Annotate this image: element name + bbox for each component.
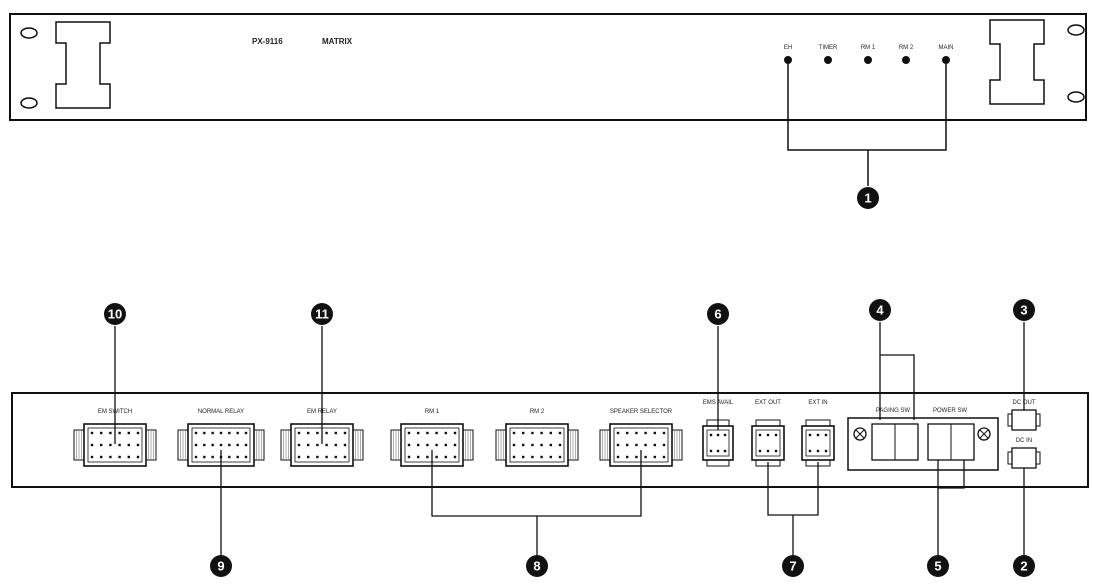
rack-hole bbox=[1067, 91, 1085, 103]
led-label: TIMER bbox=[819, 45, 838, 51]
callout-10: 10 bbox=[104, 303, 126, 325]
led-main: MAIN bbox=[939, 45, 954, 64]
connector-ext-out[interactable]: EXT OUT bbox=[751, 400, 785, 467]
led-indicator bbox=[864, 56, 872, 64]
led-rm1: RM 1 bbox=[861, 45, 876, 64]
led-indicator bbox=[824, 56, 832, 64]
connector-rm2[interactable]: RM 2 bbox=[495, 409, 579, 467]
svg-text:5: 5 bbox=[934, 559, 941, 574]
led-indicator bbox=[942, 56, 950, 64]
connector-label: SPEAKER SELECTOR bbox=[610, 409, 673, 415]
svg-text:1: 1 bbox=[864, 191, 871, 206]
connector-label: RM 2 bbox=[530, 409, 545, 415]
rack-hole bbox=[1067, 24, 1085, 36]
power-switch[interactable]: POWER SW bbox=[927, 408, 975, 461]
svg-text:2: 2 bbox=[1020, 559, 1027, 574]
leader-line bbox=[879, 354, 915, 420]
svg-text:8: 8 bbox=[533, 559, 540, 574]
leader-line bbox=[787, 64, 947, 151]
callout-4: 4 bbox=[869, 299, 891, 321]
left-handle bbox=[55, 21, 111, 109]
paging-switch[interactable]: PAGING SW bbox=[871, 408, 919, 461]
svg-text:6: 6 bbox=[714, 307, 721, 322]
callout-1: 1 bbox=[857, 187, 879, 209]
svg-text:4: 4 bbox=[876, 303, 884, 318]
leader-line bbox=[937, 460, 965, 489]
led-indicator bbox=[784, 56, 792, 64]
product-name-label: MATRIX bbox=[322, 37, 353, 46]
led-timer: TIMER bbox=[819, 45, 838, 64]
connector-label: RM 1 bbox=[425, 409, 440, 415]
right-handle bbox=[989, 19, 1045, 105]
callout-11: 11 bbox=[311, 303, 333, 325]
front-panel-body bbox=[9, 13, 1087, 121]
screw-icon bbox=[853, 427, 867, 441]
callout-5: 5 bbox=[927, 555, 949, 577]
connector-label: EXT OUT bbox=[755, 400, 781, 406]
switch-label: PAGING SW bbox=[876, 408, 911, 414]
led-label: RM 1 bbox=[861, 45, 876, 51]
led-indicator bbox=[902, 56, 910, 64]
svg-text:3: 3 bbox=[1020, 303, 1027, 318]
connector-label: NORMAL RELAY bbox=[198, 409, 244, 415]
callout-2: 2 bbox=[1013, 555, 1035, 577]
switch-panel bbox=[847, 417, 999, 471]
model-label: PX-9116 bbox=[252, 37, 283, 46]
rack-hole bbox=[20, 27, 38, 39]
switch-label: POWER SW bbox=[933, 408, 967, 414]
screw-icon bbox=[977, 427, 991, 441]
callout-7: 7 bbox=[782, 555, 804, 577]
callout-9: 9 bbox=[210, 555, 232, 577]
callout-3: 3 bbox=[1013, 299, 1035, 321]
connector-label: EXT IN bbox=[808, 400, 827, 406]
led-label: EH bbox=[784, 45, 792, 51]
connector-speaker-selector[interactable]: SPEAKER SELECTOR bbox=[599, 409, 683, 467]
callout-8: 8 bbox=[526, 555, 548, 577]
dc-in-label: DC IN bbox=[1016, 438, 1032, 444]
led-label: MAIN bbox=[939, 45, 954, 51]
front-panel: PX-9116 MATRIX EH TIMER RM 1 RM 2 MAIN bbox=[9, 13, 1087, 186]
led-rm2: RM 2 bbox=[899, 45, 914, 64]
led-eh: EH bbox=[784, 45, 792, 64]
svg-text:10: 10 bbox=[108, 307, 122, 322]
svg-text:11: 11 bbox=[315, 307, 329, 322]
svg-text:7: 7 bbox=[789, 559, 796, 574]
callout-6: 6 bbox=[707, 303, 729, 325]
rack-hole bbox=[20, 97, 38, 109]
svg-text:9: 9 bbox=[217, 559, 224, 574]
led-label: RM 2 bbox=[899, 45, 914, 51]
